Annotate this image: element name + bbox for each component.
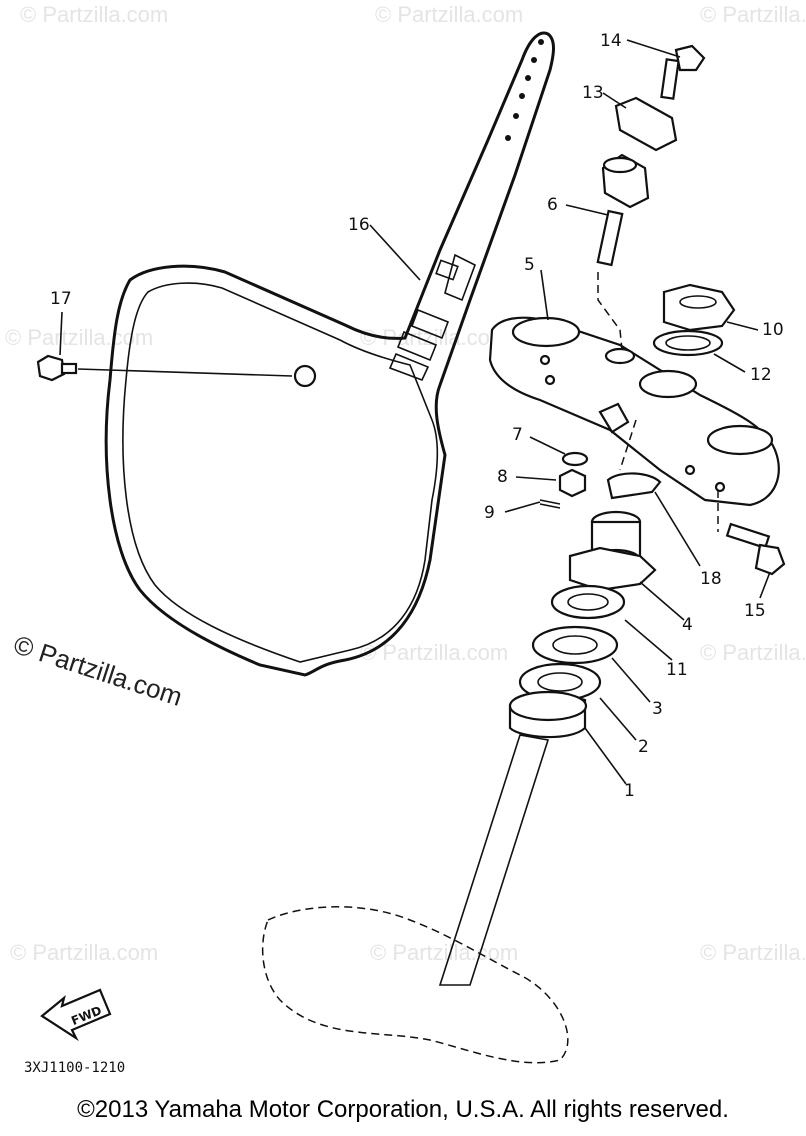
copyright-notice: ©2013 Yamaha Motor Corporation, U.S.A. A… (77, 1096, 729, 1123)
watermark: © Partzilla.com (5, 325, 153, 350)
alignment-lines (597, 272, 719, 532)
callout-13: 13 (582, 83, 604, 103)
callout-18: 18 (700, 569, 722, 589)
bearing-stack (508, 510, 657, 739)
steering-stem (261, 734, 569, 1064)
callout-2: 2 (638, 737, 649, 757)
watermark: © Partzilla.com (700, 640, 806, 665)
callout-9: 9 (484, 503, 495, 523)
callout-10: 10 (762, 320, 784, 340)
nut-and-washer (652, 283, 736, 357)
watermark: © Partzilla.com (10, 940, 158, 965)
callout-5: 5 (524, 255, 535, 275)
watermark: © Partzilla.com (700, 940, 806, 965)
watermark: © Partzilla.com (700, 2, 806, 27)
callouts: 14 13 6 5 16 17 10 12 7 8 9 18 15 4 11 3… (50, 31, 784, 801)
callout-8: 8 (497, 467, 508, 487)
upper-bracket (488, 316, 780, 507)
lock-washer-and-bolt (606, 472, 786, 576)
number-plate (104, 31, 555, 677)
callout-16: 16 (348, 215, 370, 235)
watermark: © Partzilla.com (370, 940, 518, 965)
small-hardware (539, 451, 589, 509)
fwd-arrow: FWD (40, 988, 112, 1042)
handlebar-holder (596, 44, 706, 267)
callout-15: 15 (744, 601, 766, 621)
watermark: © Partzilla.com (375, 2, 523, 27)
watermark-main: © Partzilla.com (10, 629, 186, 712)
callout-12: 12 (750, 365, 772, 385)
callout-1: 1 (624, 781, 635, 801)
callout-6: 6 (547, 195, 558, 215)
callout-7: 7 (512, 425, 523, 445)
callout-17: 17 (50, 289, 72, 309)
callout-3: 3 (652, 699, 663, 719)
callout-14: 14 (600, 31, 622, 51)
watermark: © Partzilla.com (20, 2, 168, 27)
bolt-17 (36, 354, 293, 382)
watermark-layer: © Partzilla.com © Partzilla.com © Partzi… (5, 2, 806, 965)
callout-11: 11 (666, 660, 688, 680)
leader-lines (59, 39, 771, 785)
callout-4: 4 (682, 615, 693, 635)
drawing-reference: 3XJ1100-1210 (24, 1060, 125, 1076)
